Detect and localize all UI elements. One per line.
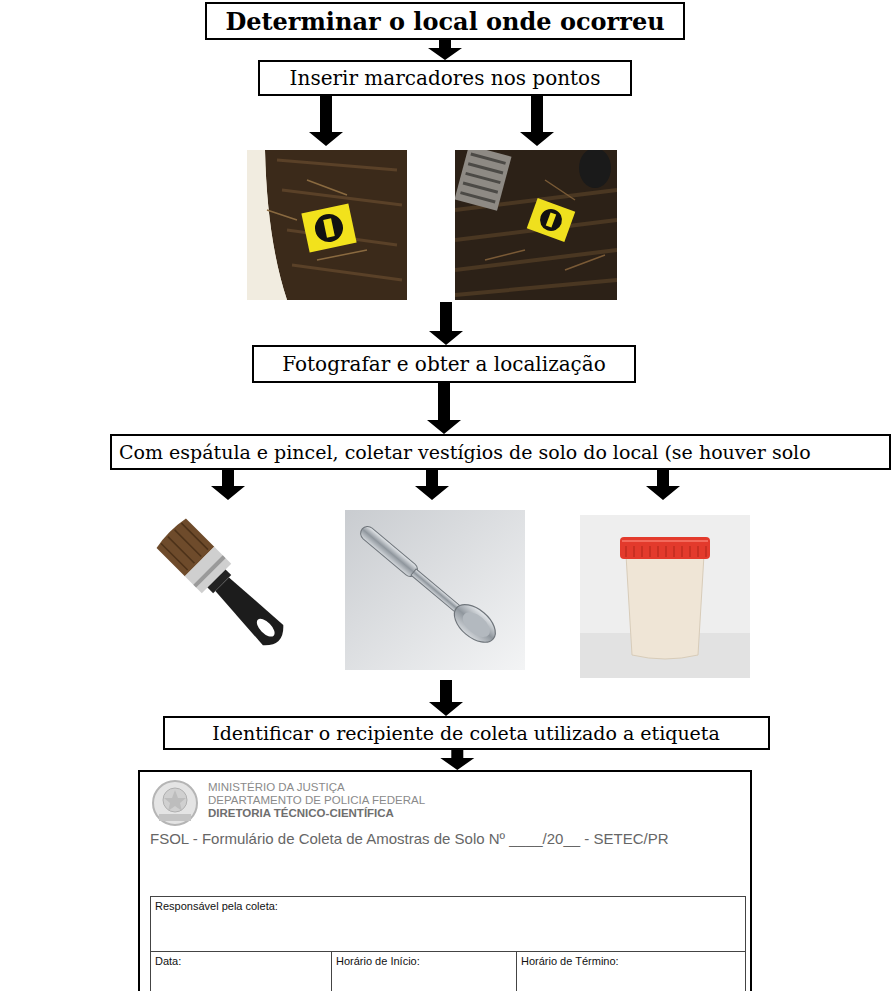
arrow-shape xyxy=(520,96,554,146)
form-field: Horário de Término: xyxy=(516,951,746,991)
arrow-shape xyxy=(415,470,449,500)
arrow-shape xyxy=(309,96,343,146)
process-box: Com espátula e pincel, coletar vestígios… xyxy=(110,434,891,470)
flow-arrow xyxy=(211,470,680,716)
field-label: Horário de Término: xyxy=(521,955,619,967)
brush-picture xyxy=(135,505,315,670)
form-field: Data: xyxy=(150,951,332,991)
arrow-shape xyxy=(429,302,463,345)
arrow-shape xyxy=(646,470,680,500)
form-text: FSOL - Formulário de Coleta de Amostras … xyxy=(150,830,669,847)
flow-arrow xyxy=(440,750,474,770)
step-text: Inserir marcadores nos pontos xyxy=(290,66,601,90)
form-text: MINISTÉRIO DA JUSTIÇA xyxy=(208,781,345,793)
container-picture xyxy=(580,515,750,678)
process-box: Determinar o local onde ocorreu xyxy=(205,2,685,40)
field-label: Horário de Início: xyxy=(336,955,420,967)
form-field: Horário de Início: xyxy=(331,951,517,991)
step-text: Identificar o recipiente de coleta utili… xyxy=(212,722,720,744)
step-text: Fotografar e obter a localização xyxy=(282,352,606,376)
marker-photo xyxy=(247,150,407,300)
field-label: Data: xyxy=(155,955,181,967)
flow-arrow xyxy=(309,96,554,345)
flow-arrow xyxy=(427,383,461,434)
arrow-shape xyxy=(429,680,463,716)
form-text: DIRETORIA TÉCNICO-CIENTÍFICA xyxy=(208,807,394,819)
marker-photo xyxy=(455,150,617,300)
form-text: DEPARTAMENTO DE POLICIA FEDERAL xyxy=(208,794,425,806)
form-field: Responsável pela coleta: xyxy=(150,896,746,952)
arrow-shape xyxy=(211,470,245,500)
form-sheet: MINISTÉRIO DA JUSTIÇADEPARTAMENTO DE POL… xyxy=(138,770,752,991)
arrow-shape xyxy=(428,40,462,60)
field-label: Responsável pela coleta: xyxy=(155,900,278,912)
process-box: Identificar o recipiente de coleta utili… xyxy=(163,716,770,750)
process-box: Fotografar e obter a localização xyxy=(252,345,636,383)
process-box: Inserir marcadores nos pontos xyxy=(258,60,632,96)
arrow-shape xyxy=(440,750,474,770)
step-text: Determinar o local onde ocorreu xyxy=(225,7,664,36)
step-text: Com espátula e pincel, coletar vestígios… xyxy=(119,441,811,463)
arrow-shape xyxy=(427,383,461,434)
spatula-picture xyxy=(345,510,525,670)
flow-arrow xyxy=(428,40,462,60)
police-badge xyxy=(150,778,200,828)
